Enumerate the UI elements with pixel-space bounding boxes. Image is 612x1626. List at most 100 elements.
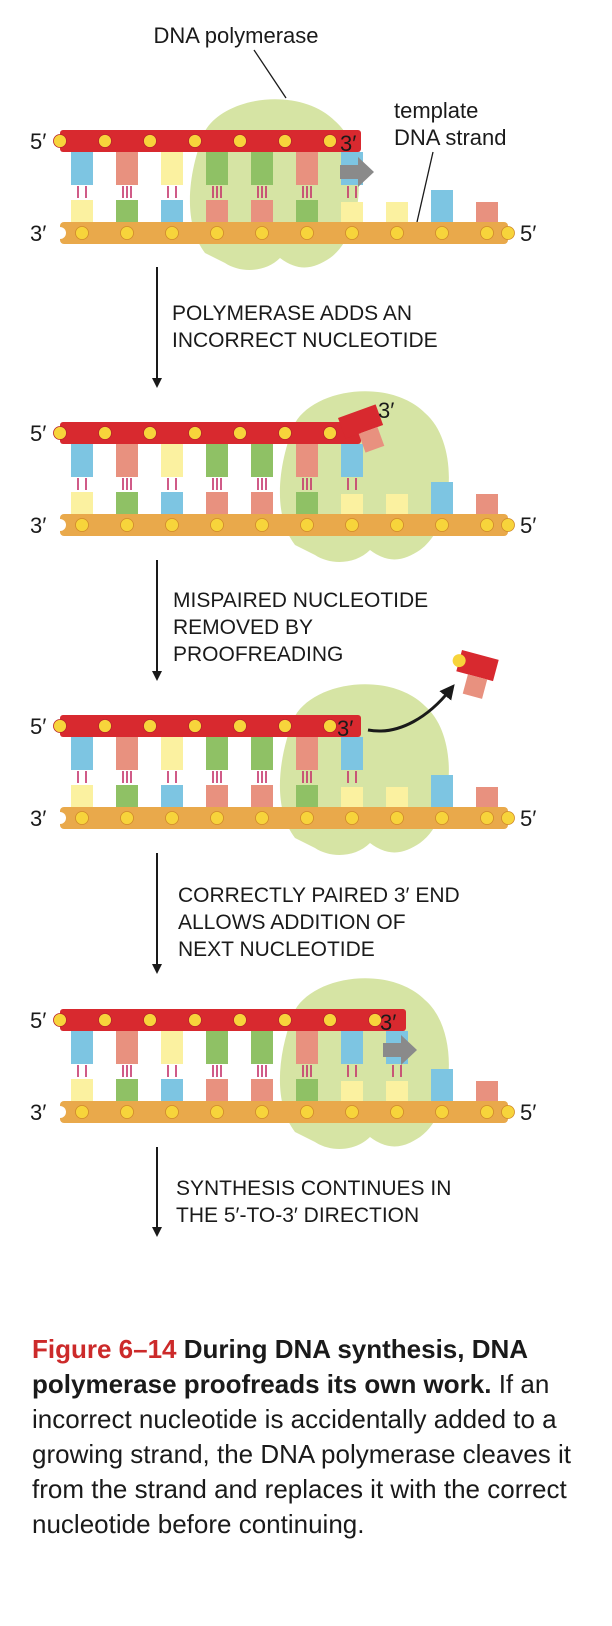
new-strand-phosphate — [278, 1013, 292, 1027]
new-strand-base — [341, 1031, 363, 1064]
template-phosphate — [75, 1105, 89, 1119]
template-phosphate — [255, 226, 269, 240]
template-phosphate — [165, 226, 179, 240]
template-phosphate — [390, 226, 404, 240]
new-strand-phosphate — [188, 1013, 202, 1027]
template-base — [476, 202, 498, 222]
template-strand-3-end-notch — [54, 519, 66, 531]
template-base — [296, 1079, 318, 1101]
panel-next-nucleotide-added: 5′3′5′3′ — [30, 978, 536, 1149]
template-base — [386, 494, 408, 514]
template-phosphate — [210, 518, 224, 532]
template-base — [116, 1079, 138, 1101]
template-base — [161, 785, 183, 807]
template-pointer-line — [416, 151, 434, 223]
template-3-label: 3′ — [30, 221, 46, 246]
template-phosphate — [345, 518, 359, 532]
template-phosphate — [120, 518, 134, 532]
direction-arrow — [340, 157, 374, 187]
template-phosphate — [435, 811, 449, 825]
template-strand-3-end-notch — [54, 812, 66, 824]
template-base — [116, 200, 138, 222]
template-base — [161, 1079, 183, 1101]
template-base — [431, 775, 453, 807]
new-strand-phosphate — [233, 719, 247, 733]
template-base — [251, 200, 273, 222]
template-base — [341, 494, 363, 514]
template-base — [476, 1081, 498, 1101]
new-strand — [60, 1009, 406, 1031]
new-strand-base — [161, 152, 183, 185]
template-phosphate — [390, 1105, 404, 1119]
new-strand-base — [251, 737, 273, 770]
panel-polymerase-adding: 5′3′5′3′ — [30, 99, 536, 270]
template-phosphate — [120, 226, 134, 240]
template-5-end-phosphate — [501, 226, 515, 240]
template-base — [296, 200, 318, 222]
new-strand-phosphate — [278, 719, 292, 733]
step-1-line2: INCORRECT NUCLEOTIDE — [172, 329, 438, 352]
new-strand-3-label: 3′ — [337, 716, 353, 741]
new-strand-phosphate — [233, 134, 247, 148]
template-5-end-phosphate — [501, 1105, 515, 1119]
removed-nucleotide — [452, 650, 499, 699]
template-phosphate — [255, 811, 269, 825]
new-strand-base — [296, 152, 318, 185]
new-strand-base — [206, 152, 228, 185]
new-strand-3-label: 3′ — [340, 131, 356, 156]
template-base — [206, 492, 228, 514]
new-strand-base — [116, 1031, 138, 1064]
new-strand-base — [251, 444, 273, 477]
template-base — [296, 492, 318, 514]
new-strand-base — [251, 1031, 273, 1064]
template-base — [341, 787, 363, 807]
new-strand-base — [296, 444, 318, 477]
new-strand-3-label: 3′ — [380, 1010, 396, 1035]
template-base — [251, 785, 273, 807]
template-phosphate — [165, 811, 179, 825]
template-base — [116, 785, 138, 807]
template-phosphate — [255, 1105, 269, 1119]
new-strand-5-label: 5′ — [30, 421, 46, 446]
template-base — [71, 1079, 93, 1101]
new-strand-base — [206, 444, 228, 477]
template-phosphate — [480, 226, 494, 240]
new-strand-phosphate — [98, 134, 112, 148]
dna-polymerase-label: DNA polymerase — [153, 23, 318, 48]
template-base — [206, 200, 228, 222]
new-strand-phosphate — [98, 426, 112, 440]
new-strand-base — [116, 152, 138, 185]
template-5-label: 5′ — [520, 1100, 536, 1125]
new-strand-5-label: 5′ — [30, 714, 46, 739]
new-strand-5-label: 5′ — [30, 129, 46, 154]
template-base — [476, 787, 498, 807]
new-strand-base — [116, 444, 138, 477]
figure-label: Figure 6–14 — [32, 1334, 177, 1364]
new-strand-phosphate — [53, 134, 67, 148]
new-strand-3-label: 3′ — [378, 398, 394, 423]
template-phosphate — [75, 226, 89, 240]
template-base — [251, 1079, 273, 1101]
panel-incorrect-nucleotide: 5′3′5′3′ — [30, 391, 536, 562]
template-phosphate — [255, 518, 269, 532]
template-phosphate — [210, 226, 224, 240]
new-strand-phosphate — [143, 426, 157, 440]
new-strand-base — [71, 737, 93, 770]
new-strand-phosphate — [53, 426, 67, 440]
template-base — [341, 202, 363, 222]
new-strand-base — [116, 737, 138, 770]
new-strand-phosphate — [278, 134, 292, 148]
template-base — [161, 492, 183, 514]
mispaired-backbone — [338, 404, 384, 439]
new-strand-phosphate — [188, 134, 202, 148]
new-strand-base — [71, 1031, 93, 1064]
caption-body: If an incorrect nucleotide is accidental… — [32, 1369, 572, 1539]
new-strand-base — [71, 444, 93, 477]
new-strand-base — [341, 444, 363, 477]
new-strand-base — [341, 737, 363, 770]
template-phosphate — [75, 518, 89, 532]
template-phosphate — [75, 811, 89, 825]
step-3-line1: CORRECTLY PAIRED 3′ END — [178, 884, 460, 907]
new-strand-phosphate — [53, 1013, 67, 1027]
template-phosphate — [435, 226, 449, 240]
